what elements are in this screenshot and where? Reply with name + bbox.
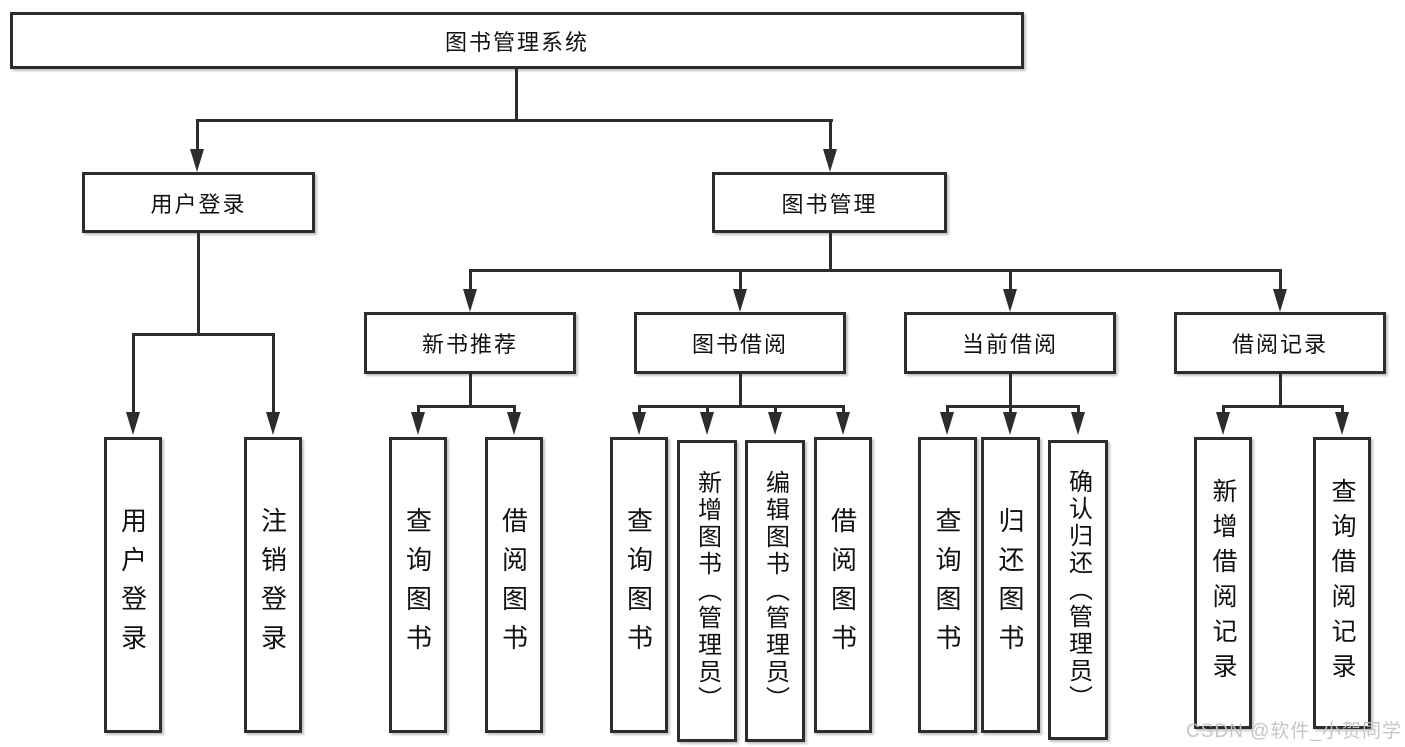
connector-line — [706, 405, 709, 417]
node-user-login: 用户登录 — [82, 172, 315, 233]
node-new-book-recommend: 新书推荐 — [364, 312, 576, 374]
leaf-confirm-return-admin: 确认归还（管理员） — [1048, 440, 1108, 740]
leaf-label: 新增图书（管理员） — [693, 469, 721, 713]
connector-line — [132, 333, 135, 415]
connector-line — [946, 405, 949, 417]
leaf-user-login: 用户登录 — [104, 437, 162, 733]
connector-line — [946, 405, 1080, 408]
node-label: 新书推荐 — [421, 332, 518, 357]
connector-line — [132, 333, 275, 336]
node-label: 图书借阅 — [691, 332, 788, 357]
connector-line — [1222, 405, 1225, 417]
arrow-down-icon — [1335, 412, 1349, 435]
arrow-down-icon — [463, 289, 477, 312]
leaf-label: 编辑图书（管理员） — [761, 469, 789, 713]
node-book-borrowing: 图书借阅 — [634, 312, 846, 374]
arrow-down-icon — [733, 289, 747, 312]
node-borrowing-records: 借阅记录 — [1174, 312, 1386, 374]
arrow-down-icon — [266, 412, 280, 435]
node-label: 图书管理系统 — [444, 29, 589, 55]
connector-line — [842, 405, 845, 417]
connector-line — [829, 233, 832, 272]
connector-line — [1222, 405, 1344, 408]
node-label: 当前借阅 — [961, 332, 1058, 357]
node-book-management: 图书管理 — [712, 172, 947, 233]
connector-line — [417, 405, 516, 408]
connector-line — [515, 69, 518, 121]
node-label: 图书管理 — [781, 191, 878, 217]
arrow-down-icon — [836, 412, 850, 435]
csdn-watermark: CSDN @软件_小贺同学 — [1186, 721, 1402, 742]
arrow-down-icon — [940, 412, 954, 435]
connector-line — [1009, 269, 1012, 292]
connector-line — [1009, 374, 1012, 408]
connector-line — [196, 119, 199, 152]
connector-line — [197, 233, 200, 335]
connector-line — [1279, 269, 1282, 292]
leaf-query-books: 查询图书 — [389, 437, 447, 733]
arrow-down-icon — [1071, 412, 1085, 435]
connector-line — [739, 269, 742, 292]
leaf-query-books: 查询图书 — [610, 437, 668, 733]
leaf-add-books-admin: 新增图书（管理员） — [677, 440, 737, 742]
connector-line — [196, 119, 833, 122]
arrow-down-icon — [768, 412, 782, 435]
node-label: 借阅记录 — [1231, 332, 1328, 357]
leaf-edit-books-admin: 编辑图书（管理员） — [745, 440, 805, 742]
connector-line — [469, 269, 1282, 272]
node-label: 用户登录 — [150, 191, 247, 217]
connector-line — [638, 405, 845, 408]
connector-line — [739, 374, 742, 408]
arrow-down-icon — [700, 412, 714, 435]
arrow-down-icon — [1003, 412, 1017, 435]
node-current-borrowing: 当前借阅 — [904, 312, 1116, 374]
connector-line — [1077, 405, 1080, 417]
connector-line — [272, 333, 275, 415]
leaf-query-books: 查询图书 — [918, 437, 977, 733]
leaf-logout: 注销登录 — [244, 437, 302, 733]
leaf-label: 查询图书 — [623, 507, 654, 663]
connector-line — [1009, 405, 1012, 417]
leaf-add-borrow-record: 新增借阅记录 — [1194, 437, 1252, 729]
connector-line — [829, 119, 832, 152]
arrow-down-icon — [1273, 289, 1287, 312]
leaf-label: 用户登录 — [117, 507, 148, 663]
connector-line — [1341, 405, 1344, 417]
arrow-down-icon — [1216, 412, 1230, 435]
leaf-label: 借阅图书 — [498, 507, 529, 663]
arrow-down-icon — [823, 149, 837, 172]
leaf-label: 归还图书 — [995, 507, 1025, 663]
leaf-label: 确认归还（管理员） — [1064, 468, 1092, 712]
leaf-return-books: 归还图书 — [981, 437, 1040, 733]
leaf-label: 查询图书 — [932, 507, 962, 663]
connector-line — [417, 405, 420, 417]
connector-line — [469, 269, 472, 292]
leaf-label: 借阅图书 — [827, 507, 858, 663]
connector-line — [1279, 374, 1282, 408]
connector-line — [513, 405, 516, 417]
leaf-borrow-books: 借阅图书 — [814, 437, 872, 733]
leaf-label: 新增借阅记录 — [1209, 478, 1237, 688]
arrow-down-icon — [190, 149, 204, 172]
leaf-query-borrow-record: 查询借阅记录 — [1313, 437, 1371, 729]
arrow-down-icon — [1003, 289, 1017, 312]
connector-line — [774, 405, 777, 417]
leaf-label: 查询图书 — [402, 507, 433, 663]
leaf-borrow-books: 借阅图书 — [485, 437, 543, 733]
arrow-down-icon — [126, 412, 140, 435]
connector-line — [469, 374, 472, 408]
connector-line — [638, 405, 641, 417]
node-root-system: 图书管理系统 — [10, 12, 1024, 69]
arrow-down-icon — [507, 412, 521, 435]
leaf-label: 查询借阅记录 — [1328, 478, 1356, 688]
arrow-down-icon — [411, 412, 425, 435]
arrow-down-icon — [632, 412, 646, 435]
leaf-label: 注销登录 — [257, 507, 288, 663]
